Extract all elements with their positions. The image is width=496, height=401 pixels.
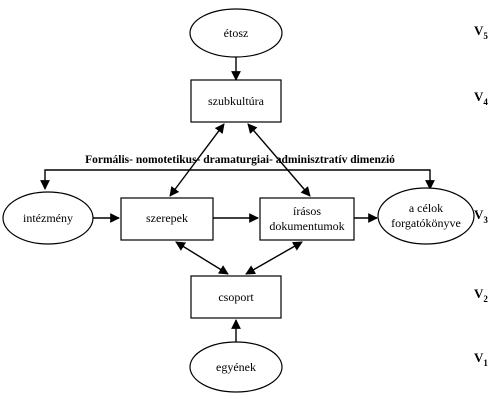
- edge-irasos-csoport: [245, 241, 303, 275]
- level-v5-sub: 5: [483, 31, 488, 41]
- level-v4-letter: V: [474, 89, 484, 104]
- node-irasos-dokumentumok: írásos dokumentumok: [259, 197, 355, 241]
- etosz-ellipse: [189, 8, 283, 58]
- level-v1-sub: 1: [483, 358, 488, 368]
- level-v1-letter: V: [474, 350, 484, 365]
- node-csoport: csoport: [190, 275, 282, 319]
- celok-label-line1: a célok: [409, 201, 443, 215]
- level-v3: V3: [474, 207, 488, 225]
- node-szubkultura: szubkultúra: [190, 79, 282, 123]
- level-v3-sub: 3: [483, 215, 488, 225]
- node-intezmeny: intézmény: [2, 191, 94, 245]
- level-v2-sub: 2: [483, 294, 488, 304]
- level-labels: V5 V4 V3 V2 V1: [474, 23, 488, 368]
- irasos-box: [259, 197, 355, 241]
- intezmeny-ellipse: [2, 191, 94, 245]
- level-v4: V4: [474, 89, 488, 107]
- level-v2: V2: [474, 286, 488, 304]
- irasos-label-line2: dokumentumok: [269, 219, 344, 233]
- level-v4-sub: 4: [483, 97, 488, 107]
- node-etosz: étosz: [189, 8, 283, 58]
- celok-ellipse: [377, 187, 475, 245]
- szerepek-label: szerepek: [146, 211, 188, 225]
- celok-label-line2: forgatókönyve: [391, 216, 461, 230]
- node-egyenek: egyének: [189, 341, 283, 393]
- node-celok-forgatokonyve: a célok forgatókönyve: [377, 187, 475, 245]
- level-v5-letter: V: [474, 23, 484, 38]
- edges: [40, 57, 435, 342]
- szerepek-box: [120, 197, 214, 241]
- dimension-label: Formális- nomotetikus- dramaturgiai- adm…: [85, 154, 395, 166]
- edge-dimension-bracket: [40, 169, 435, 190]
- level-v3-letter: V: [474, 207, 484, 222]
- level-v5: V5: [474, 23, 488, 41]
- level-v2-letter: V: [474, 286, 484, 301]
- intezmeny-label: intézmény: [23, 211, 73, 225]
- edge-szerepek-csoport: [175, 241, 229, 275]
- egyenek-ellipse: [189, 341, 283, 393]
- etosz-label: étosz: [224, 26, 249, 40]
- csoport-label: csoport: [218, 290, 254, 304]
- csoport-box: [190, 275, 282, 319]
- irasos-label-line1: írásos: [293, 204, 321, 218]
- egyenek-label: egyének: [216, 360, 256, 374]
- szubkultura-box: [190, 79, 282, 123]
- level-v1: V1: [474, 350, 488, 368]
- szubkultura-label: szubkultúra: [208, 94, 265, 108]
- node-szerepek: szerepek: [120, 197, 214, 241]
